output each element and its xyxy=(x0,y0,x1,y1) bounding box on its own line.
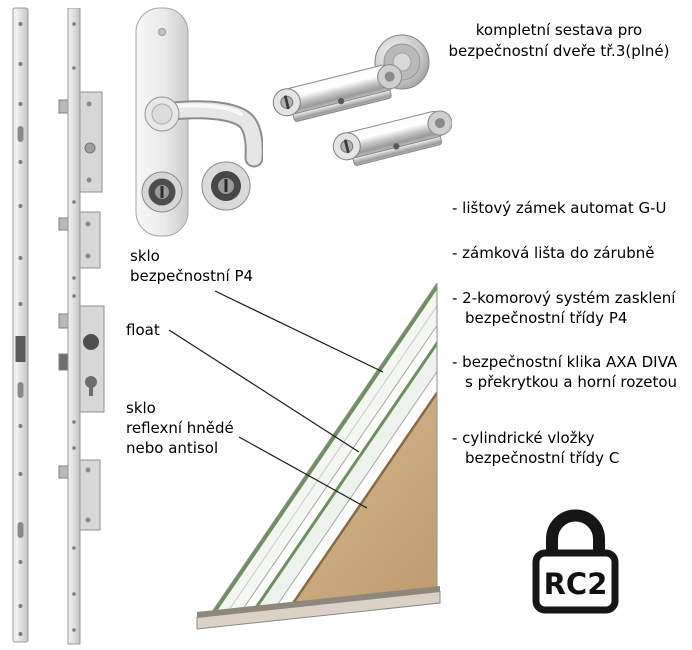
screw-holes xyxy=(18,22,23,636)
keyway xyxy=(283,95,290,110)
latch-bolts xyxy=(58,99,69,479)
leader-line-bronze xyxy=(238,436,368,509)
latch-slots xyxy=(17,126,24,538)
lock-case-details xyxy=(83,101,99,523)
rc2-badge: RC2 xyxy=(532,509,619,614)
glass-pane-float xyxy=(233,302,437,622)
feature-item-cylinders: - cylindrické vložky bezpečnostní třídy … xyxy=(452,429,620,467)
euro-cylinder-2 xyxy=(332,110,452,166)
glazing-spacer xyxy=(197,586,440,618)
glass-label-p4: sklo bezpečnostní P4 xyxy=(130,247,254,285)
cylinder-escutcheon xyxy=(141,171,183,213)
glass-unit-bg xyxy=(205,283,437,622)
padlock-shackle-icon xyxy=(546,509,605,558)
feature-item-lock: - lištový zámek automat G-U xyxy=(452,199,667,217)
lock-rail-strike xyxy=(12,7,29,643)
glazing-frame xyxy=(196,590,441,630)
lock-faceplate xyxy=(67,8,81,645)
feature-item-handle: - bezpečnostní klika AXA DIVA s překrytk… xyxy=(452,353,678,391)
feature-item-strike: - zámková lišta do zárubně xyxy=(452,244,655,262)
keyway xyxy=(343,139,350,154)
glass-label-bronze: sklo reflexní hnědé nebo antisol xyxy=(126,399,234,457)
rc2-label: RC2 xyxy=(544,567,608,601)
lock-cylinders xyxy=(272,34,452,166)
euro-cylinder-1 xyxy=(272,64,403,122)
glass-pane-p4 xyxy=(206,284,437,622)
padlock-body-icon xyxy=(532,549,619,614)
feature-item-glazing: - 2-komorový systém zasklení bezpečnostn… xyxy=(452,289,676,327)
security-rosette xyxy=(201,161,251,211)
faceplate-screws xyxy=(72,22,76,632)
lock-cases xyxy=(77,91,105,531)
handle-lever xyxy=(156,102,262,166)
glass-label-float: float xyxy=(126,321,160,339)
deadbolt-opening xyxy=(15,336,26,362)
multipoint-lock-rail xyxy=(58,8,105,645)
leader-line-p4 xyxy=(214,290,384,373)
security-handle xyxy=(135,7,263,237)
page-title: kompletní sestava pro bezpečnostní dveře… xyxy=(448,21,670,60)
screw-cap xyxy=(158,28,166,36)
